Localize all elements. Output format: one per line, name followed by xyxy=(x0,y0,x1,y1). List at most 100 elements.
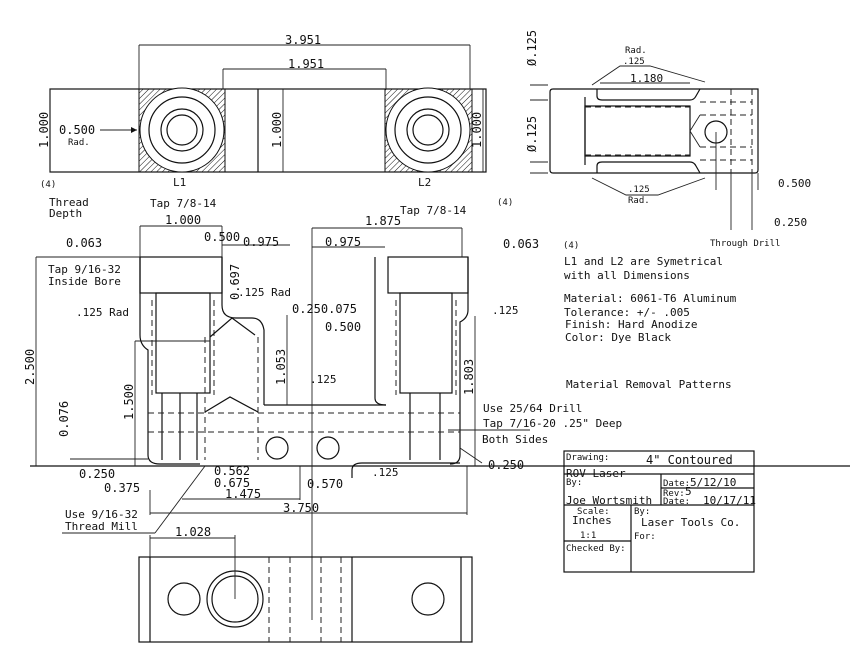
date-value: 5/12/10 xyxy=(690,476,736,489)
chamfer-left: 0.063 xyxy=(66,236,102,250)
dim-1475: 1.475 xyxy=(225,487,261,501)
dim-0562: 0.562 xyxy=(214,464,250,478)
rad-bottom: .125 xyxy=(372,466,399,479)
both-sides: Both Sides xyxy=(482,433,548,446)
dim-0975-right: 0.975 xyxy=(325,235,361,249)
dim-drill-offset: 0.250 xyxy=(774,216,807,229)
inside-bore: Inside Bore xyxy=(48,275,121,288)
rad-left: .125 Rad xyxy=(76,306,129,319)
checked-label: Checked By: xyxy=(566,544,626,554)
notes: L1 and L2 are Symetrical with all Dimens… xyxy=(564,255,737,391)
dim-1000: 1.000 xyxy=(165,213,201,227)
dim-0697: 0.697 xyxy=(228,264,242,300)
note-symmetry-1: L1 and L2 are Symetrical xyxy=(564,255,723,268)
chamfer-right: 0.063 xyxy=(503,237,539,251)
tap-inside: Tap 9/16-32 xyxy=(48,263,121,276)
thread-depth-1: Thread xyxy=(49,196,89,209)
use-drill: Use 25/64 Drill xyxy=(483,402,582,415)
scale-ratio: 1:1 xyxy=(580,531,596,541)
front-view: Thread Depth Tap 7/8-14 Tap 7/8-14 1.000… xyxy=(23,196,850,620)
dim-1500: 1.500 xyxy=(122,384,136,420)
dim-0250-left: 0.250 xyxy=(79,467,115,481)
tap-left: Tap 7/8-14 xyxy=(150,197,217,210)
by-label: By: xyxy=(566,478,582,488)
side-view-outline xyxy=(549,88,759,174)
dim-0570: 0.570 xyxy=(307,477,343,491)
drawing-subtitle: ROV Laser xyxy=(566,467,626,480)
rad-right: .125 xyxy=(492,304,519,317)
l1-circle xyxy=(160,108,204,152)
dim-1053: 1.053 xyxy=(274,349,288,385)
tap-right: Tap 7/8-14 xyxy=(400,204,467,217)
rad-bottom-value: .125 xyxy=(628,185,650,195)
title-block: Drawing: 4" Contoured ROV Laser By: Joe … xyxy=(563,450,756,573)
through-drill-label: Through Drill xyxy=(710,239,780,249)
l1-outer-circle xyxy=(139,87,225,173)
note-color: Color: Dye Black xyxy=(565,331,671,344)
rad-center: .125 Rad xyxy=(238,286,291,299)
note-material: Material: 6061-T6 Aluminum xyxy=(564,292,737,305)
scale-units: Inches xyxy=(572,514,612,527)
drawing-label: Drawing: xyxy=(566,453,609,463)
base-hole-1 xyxy=(265,436,289,460)
dim-1028: 1.028 xyxy=(175,525,211,539)
dim-3750: 3.750 xyxy=(283,501,319,515)
dim-0250-right: 0.250 xyxy=(488,458,524,472)
dim-2500: 2.500 xyxy=(23,349,37,385)
base-hole-2 xyxy=(316,436,340,460)
note-finish: Finish: Hard Anodize xyxy=(565,318,697,331)
rev-value: 5 xyxy=(685,485,692,498)
thread-mill-1: Use 9/16-32 xyxy=(65,508,138,521)
rad-lower: .125 xyxy=(310,373,337,386)
rev-label: Rev: xyxy=(663,489,685,499)
dia-top: Ø.125 xyxy=(525,30,539,66)
date-label: Date: xyxy=(663,479,690,489)
dim-height-right: 1.000 xyxy=(470,112,484,148)
dim-3951: 3.951 xyxy=(285,33,321,47)
count-note: (4) xyxy=(40,180,56,190)
rad-bottom-label: Rad. xyxy=(628,196,650,206)
l2-circle xyxy=(394,96,462,164)
dim-0500-top: 0.500 xyxy=(204,230,240,244)
bottom-hole-left xyxy=(167,582,201,616)
dim-0500-mid: 0.500 xyxy=(325,320,361,334)
drawing-title: 4" Contoured xyxy=(646,453,733,467)
scale-label: Scale: xyxy=(577,507,610,517)
thread-depth-2: Depth xyxy=(49,207,82,220)
note-removal: Material Removal Patterns xyxy=(566,378,732,391)
by-name: Joe Wortsmith xyxy=(566,494,652,507)
company-by-label: By: xyxy=(634,507,650,517)
label-l2: L2 xyxy=(418,176,431,189)
l1-circle xyxy=(148,96,216,164)
rev-date-value: 10/17/11 xyxy=(703,494,756,507)
radius-suffix: Rad. xyxy=(68,138,90,148)
bottom-hole-right xyxy=(411,582,445,616)
dim-0975-left: 0.975 xyxy=(243,235,279,249)
side-count-note: (4) xyxy=(497,198,513,208)
thread-mill-2: Thread Mill xyxy=(65,520,138,533)
radius-label: 0.500 xyxy=(59,123,95,137)
dim-length: 1.180 xyxy=(630,72,663,85)
side-view: Ø.125 Ø.125 Rad. .125 1.180 .125 Rad. (4… xyxy=(497,30,811,249)
rev-date-label: Date: xyxy=(663,497,690,507)
l2-circle xyxy=(406,108,450,152)
chamfer-count: (4) xyxy=(563,241,579,251)
tap-716: Tap 7/16-20 .25" Deep xyxy=(483,417,622,430)
dim-1875: 1.875 xyxy=(365,214,401,228)
dim-hole-offset: 0.500 xyxy=(778,177,811,190)
l2-outer-circle xyxy=(385,87,471,173)
dim-0675: 0.675 xyxy=(214,476,250,490)
company-name: Laser Tools Co. xyxy=(641,516,740,529)
note-tolerance: Tolerance: +/- .005 xyxy=(564,306,690,319)
note-symmetry-2: with all Dimensions xyxy=(564,269,690,282)
dim-height-mid: 1.000 xyxy=(270,112,284,148)
rad-top-value: .125 xyxy=(623,57,645,67)
l1-circle xyxy=(166,114,198,146)
dim-0375: 0.375 xyxy=(104,481,140,495)
for-label: For: xyxy=(634,532,656,542)
label-l1: L1 xyxy=(173,176,186,189)
l2-circle xyxy=(412,114,444,146)
bottom-view: 1.028 xyxy=(138,525,473,643)
bottom-view-outline xyxy=(138,556,473,643)
